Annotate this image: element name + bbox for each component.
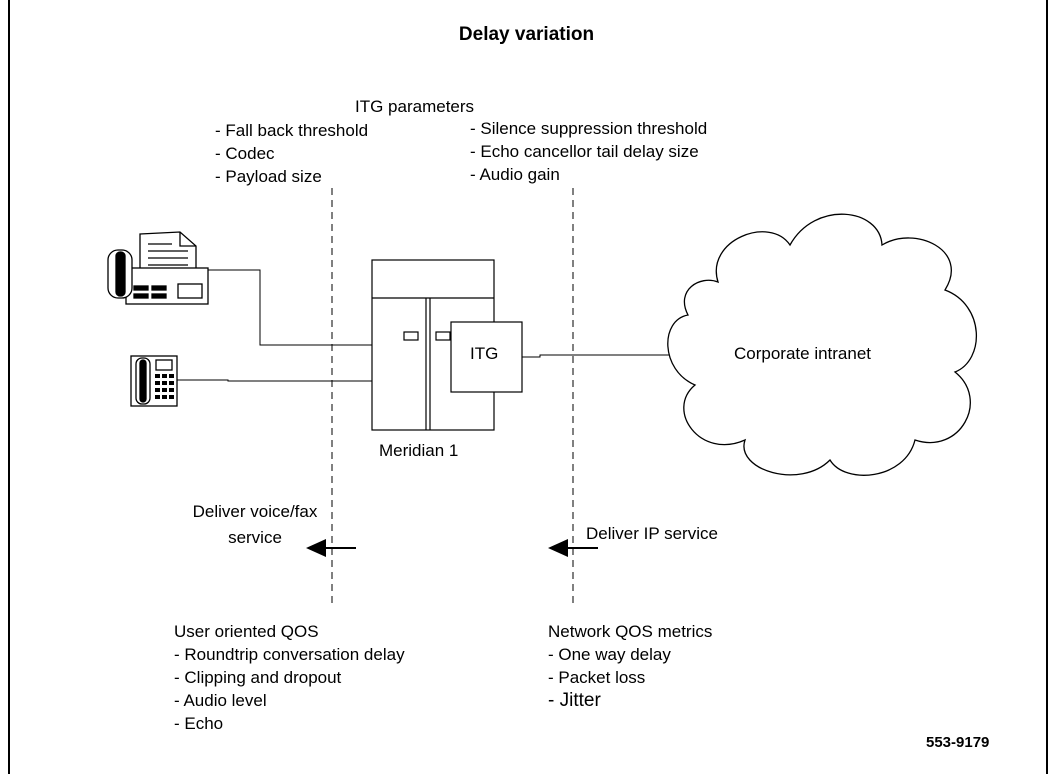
list-item: - Fall back threshold xyxy=(215,121,369,140)
list-item: - Echo xyxy=(174,714,224,733)
ip-service-label: Deliver IP service xyxy=(586,524,718,543)
list-item: - Echo cancellor tail delay size xyxy=(470,142,699,161)
ip-service-arrow xyxy=(548,539,598,557)
phone-connection-line xyxy=(177,379,372,382)
intranet-cloud xyxy=(667,213,977,476)
list-item: - Clipping and dropout xyxy=(174,668,342,687)
figure-frame xyxy=(8,0,1048,774)
list-item: - Audio gain xyxy=(470,165,560,184)
list-item: - Jitter xyxy=(548,690,601,711)
intranet-label: Corporate intranet xyxy=(734,344,872,363)
voice-fax-service-label: Deliver voice/fax service xyxy=(192,502,318,547)
itg-network-line xyxy=(522,354,674,358)
user-qos-heading: User oriented QOS xyxy=(174,622,319,641)
telephone-icon xyxy=(130,355,178,407)
network-qos-heading: Network QOS metrics xyxy=(548,622,713,641)
itg-card xyxy=(450,321,523,393)
list-item: - Payload size xyxy=(215,167,322,186)
list-item: - Roundtrip conversation delay xyxy=(174,645,405,664)
fax-connection-line xyxy=(208,269,372,346)
network-qos-list: Network QOS metrics - One way delay - Pa… xyxy=(548,620,712,712)
itg-parameters-heading: ITG parameters xyxy=(355,97,475,116)
list-item: - Packet loss xyxy=(548,668,646,687)
voice-fax-arrow xyxy=(306,539,356,557)
list-item: - Audio level xyxy=(174,691,267,710)
fax-machine-icon xyxy=(107,231,209,305)
list-item: - Codec xyxy=(215,144,275,163)
itg-label: ITG xyxy=(470,344,499,363)
itg-parameters-left-list: - Fall back threshold - Codec - Payload … xyxy=(215,119,368,188)
figure-id: 553-9179 xyxy=(926,734,990,751)
itg-parameters-right-list: - Silence suppression threshold - Echo c… xyxy=(470,117,707,186)
list-item: - Silence suppression threshold xyxy=(470,119,708,138)
diagram-title: Delay variation xyxy=(458,24,595,45)
list-item: - One way delay xyxy=(548,645,671,664)
meridian-label: Meridian 1 xyxy=(379,441,459,460)
user-qos-list: User oriented QOS - Roundtrip conversati… xyxy=(174,620,405,735)
